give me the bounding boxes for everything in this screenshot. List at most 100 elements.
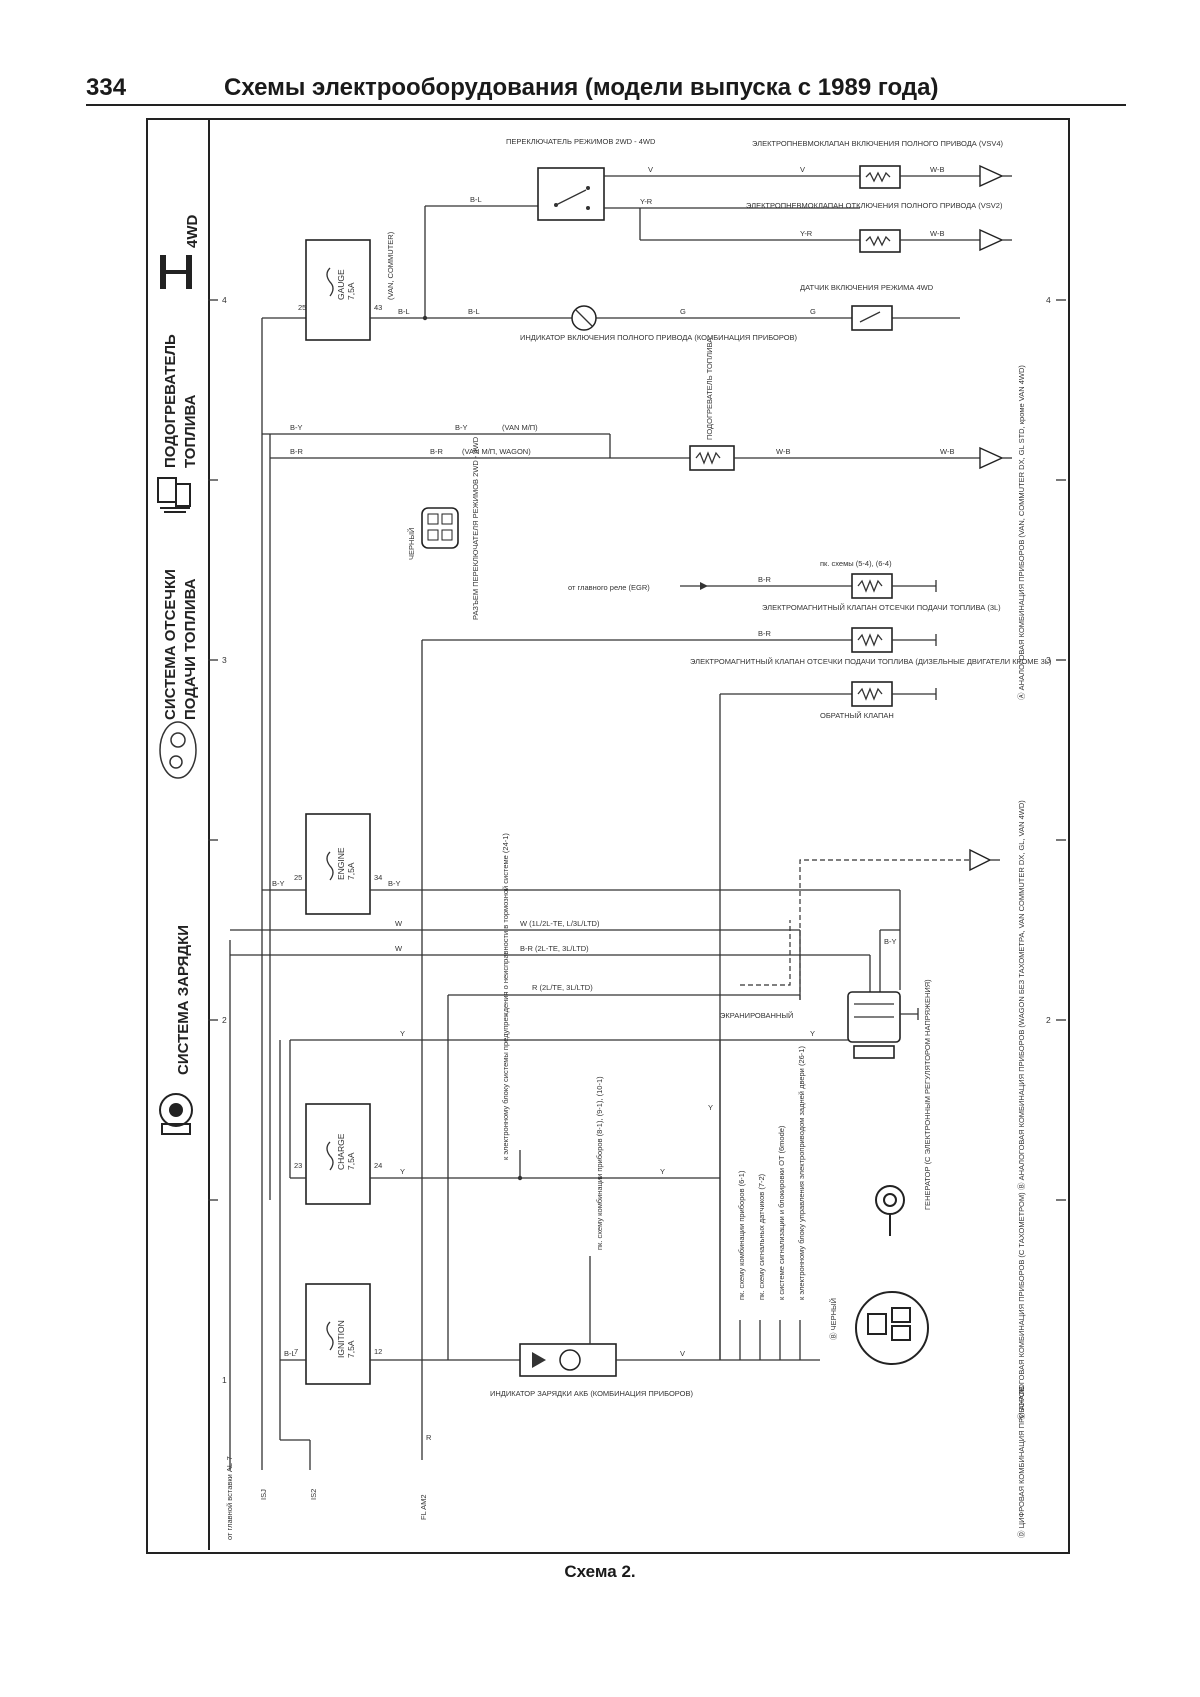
engine-icon — [159, 721, 197, 779]
wire-label-w-2: W — [395, 944, 403, 953]
grid-letter-2: IS2 — [309, 1489, 318, 1500]
wire-label-wb-4: W-B — [940, 447, 954, 456]
ref-note-1: пк. схему комбинации приборов (6-1) — [737, 1170, 746, 1300]
charge-indicator-label: ИНДИКАТОР ЗАРЯДКИ АКБ (КОМБИНАЦИЯ ПРИБОР… — [490, 1389, 693, 1398]
fuse-gauge-rating: 7,5A — [346, 282, 356, 300]
grid-number-1-left: 1 — [222, 1375, 227, 1385]
fuse-engine: ENGINE 7,5A 25 34 B-Y B-Y — [262, 813, 901, 990]
legend-note-b: Ⓑ АНАЛОГОВАЯ КОМБИНАЦИЯ ПРИБОРОВ (WAGON … — [1017, 800, 1026, 1190]
generator — [847, 991, 919, 1059]
wire-label-y-5: Y — [660, 1167, 665, 1176]
wire-label-br-variants: B-R (2L-TE, 3L/LTD) — [520, 944, 589, 953]
vsv-on-label: ЭЛЕКТРОПНЕВМОКЛАПАН ВКЛЮЧЕНИЯ ПОЛНОГО ПР… — [752, 139, 1004, 148]
fuse-gauge: GAUGE 7,5A 25 43 (VAN, COMMUTER) — [298, 231, 395, 341]
fl-label: FL AM2 — [419, 1494, 428, 1520]
ground-symbol — [979, 446, 1004, 470]
fuel-heater-label: ПОДОГРЕВАТЕЛЬ ТОПЛИВА — [705, 338, 714, 440]
fuse-charge: CHARGE 7,5A 23 24 Y Y к электронному бло… — [290, 833, 720, 1205]
egr-ref-label: от главного реле (EGR) — [568, 583, 650, 592]
wire-label-r-variants: R (2L/TE, 3L/LTD) — [532, 983, 593, 992]
fuse-engine-pin-in: 25 — [294, 873, 302, 882]
section-fuel-cut: СИСТЕМА ОТСЕЧКИ ПОДАЧИ ТОПЛИВА — [159, 569, 199, 779]
connector-label: РАЗЪЕМ ПЕРЕКЛЮЧАТЕЛЯ РЕЖИМОВ 2WD - 4WD — [471, 436, 480, 620]
ground-symbol — [969, 848, 992, 872]
wire-label-by-5: B-Y — [884, 937, 897, 946]
wire-label-br-2: B-R — [430, 447, 444, 456]
cut-valve-1-label: ЭЛЕКТРОМАГНИТНЫЙ КЛАПАН ОТСЕЧКИ ПОДАЧИ Т… — [762, 603, 1001, 612]
wire-label-wb-2: W-B — [930, 229, 944, 238]
fuse-gauge-pin-in: 25 — [298, 303, 306, 312]
cut-valve-2-label: ЭЛЕКТРОМАГНИТНЫЙ КЛАПАН ОТСЕЧКИ ПОДАЧИ Т… — [690, 657, 1052, 666]
section-label-fuel-heater-1: ПОДОГРЕВАТЕЛЬ — [162, 334, 179, 468]
axle-icon — [160, 255, 192, 289]
wire-label-van-wagon: (VAN M/П, WAGON) — [462, 447, 531, 456]
legend-note-a: Ⓐ АНАЛОГОВАЯ КОМБИНАЦИЯ ПРИБОРОВ (VAN, C… — [1017, 365, 1026, 700]
indicator-4wd-label: ИНДИКАТОР ВКЛЮЧЕНИЯ ПОЛНОГО ПРИВОДА (КОМ… — [520, 333, 798, 342]
black-label: Ⓑ ЧЕРНЫЙ — [829, 1298, 838, 1340]
section-label-fuel-cut-2: ПОДАЧИ ТОПЛИВА — [182, 578, 199, 720]
page-number: 334 — [86, 74, 127, 101]
grid-number-2-right: 2 — [1046, 1015, 1051, 1025]
ground-symbol — [979, 164, 1004, 188]
wire-label-van-mpp: (VAN M/П) — [502, 423, 538, 432]
wire-label-yr-2: Y-R — [800, 229, 813, 238]
wire-label-g-2: G — [680, 307, 686, 316]
connector-color: ЧЕРНЫЙ — [407, 528, 416, 560]
sensor-4wd-label: ДАТЧИК ВКЛЮЧЕНИЯ РЕЖИМА 4WD — [800, 283, 934, 292]
wire-label-bl-3: B-L — [398, 307, 410, 316]
wire-label-r-1: R — [426, 1433, 432, 1442]
wiring-4wd: B-L B-L B-L ПЕРЕКЛЮЧАТЕЛЬ РЕЖИМОВ 2WD - … — [370, 137, 1012, 342]
wire-label-bl-1: B-L — [470, 195, 482, 204]
grid-number-2-left: 2 — [222, 1015, 227, 1025]
section-label-fuel-heater-2: ТОПЛИВА — [182, 394, 199, 468]
section-charging: СИСТЕМА ЗАРЯДКИ — [159, 925, 193, 1135]
section-fuel-heater: ПОДОГРЕВАТЕЛЬ ТОПЛИВА — [157, 334, 199, 513]
page-title: Схемы электрооборудования (модели выпуск… — [224, 74, 939, 101]
legend-notes: Ⓐ АНАЛОГОВАЯ КОМБИНАЦИЯ ПРИБОРОВ (VAN, C… — [1017, 365, 1026, 1538]
grid-letter-1: ISJ — [259, 1489, 268, 1500]
fuse-engine-name: ENGINE — [336, 847, 346, 880]
legend-note-c: Ⓒ АНАЛОГОВАЯ КОМБИНАЦИЯ ПРИБОРОВ (С ТАХО… — [1017, 1192, 1026, 1420]
grid-number-4-left: 4 — [222, 295, 227, 305]
wire-label-by-1: B-Y — [290, 423, 303, 432]
fuse-ignition-pin-in: 7 — [294, 1347, 298, 1356]
alternator-icon — [159, 1093, 193, 1135]
section-label-4wd: 4WD — [184, 215, 201, 249]
bus-wires — [229, 317, 870, 1470]
wire-label-bw: B-L — [284, 1349, 296, 1358]
wire-label-g-1: G — [810, 307, 816, 316]
wire-label-br-1: B-R — [290, 447, 304, 456]
fuse-ignition-rating: 7,5A — [346, 1340, 356, 1358]
wire-label-by-4: B-Y — [388, 879, 401, 888]
bottom-left-labels: от главной вставки AL-7 ISJ IS2 FL AM2 R — [225, 1360, 432, 1540]
section-4wd: 4WD — [160, 215, 201, 289]
egr-ref2-label: пк. схемы (5-4), (6-4) — [820, 559, 892, 568]
charge-note: пк. схему комбинации приборов (8-1), (9-… — [595, 1076, 604, 1250]
fuse-gauge-pin-out: 43 — [374, 303, 382, 312]
wire-label-wb-3: W-B — [776, 447, 790, 456]
generator-connector-icon — [855, 1291, 929, 1365]
diagram-frame — [146, 118, 1070, 1554]
grid-number-3-left: 3 — [222, 655, 227, 665]
fuse-ignition-name: IGNITION — [336, 1320, 346, 1358]
wire-label-v-2: V — [800, 165, 805, 174]
wire-label-y-1: Y — [400, 1029, 405, 1038]
ref-note-4: к электронному блоку управления электроп… — [797, 1046, 806, 1300]
sensor-4wd — [851, 305, 893, 331]
fuse-charge-rating: 7,5A — [346, 1152, 356, 1170]
legend-note-d: Ⓓ ЦИФРОВАЯ КОМБИНАЦИЯ ПРИБОРОВ — [1017, 1386, 1026, 1538]
fuse-charge-name: CHARGE — [336, 1133, 346, 1170]
grid-number-4-right: 4 — [1046, 295, 1051, 305]
wire-label-bl-2: B-L — [468, 307, 480, 316]
page-header: 334 Схемы электрооборудования (модели вы… — [86, 70, 1124, 106]
ref-note-3: к системе сигнализации и блокировки OT (… — [777, 1125, 786, 1300]
wiring-fuel-heater: B-Y B-Y (VAN M/П) B-R B-R (VAN M/П, WAGO… — [262, 338, 1012, 620]
fuse-ignition-pin-out: 12 — [374, 1347, 382, 1356]
to-ecu-note: к электронному блоку системы предупрежде… — [501, 833, 510, 1160]
check-valve-label: ОБРАТНЫЙ КЛАПАН — [820, 711, 894, 720]
ring-terminal-icon — [875, 1185, 905, 1236]
wire-label-by-3: B-Y — [272, 879, 285, 888]
wire-label-v-1: V — [648, 165, 653, 174]
fuel-heater-icon — [157, 477, 191, 513]
